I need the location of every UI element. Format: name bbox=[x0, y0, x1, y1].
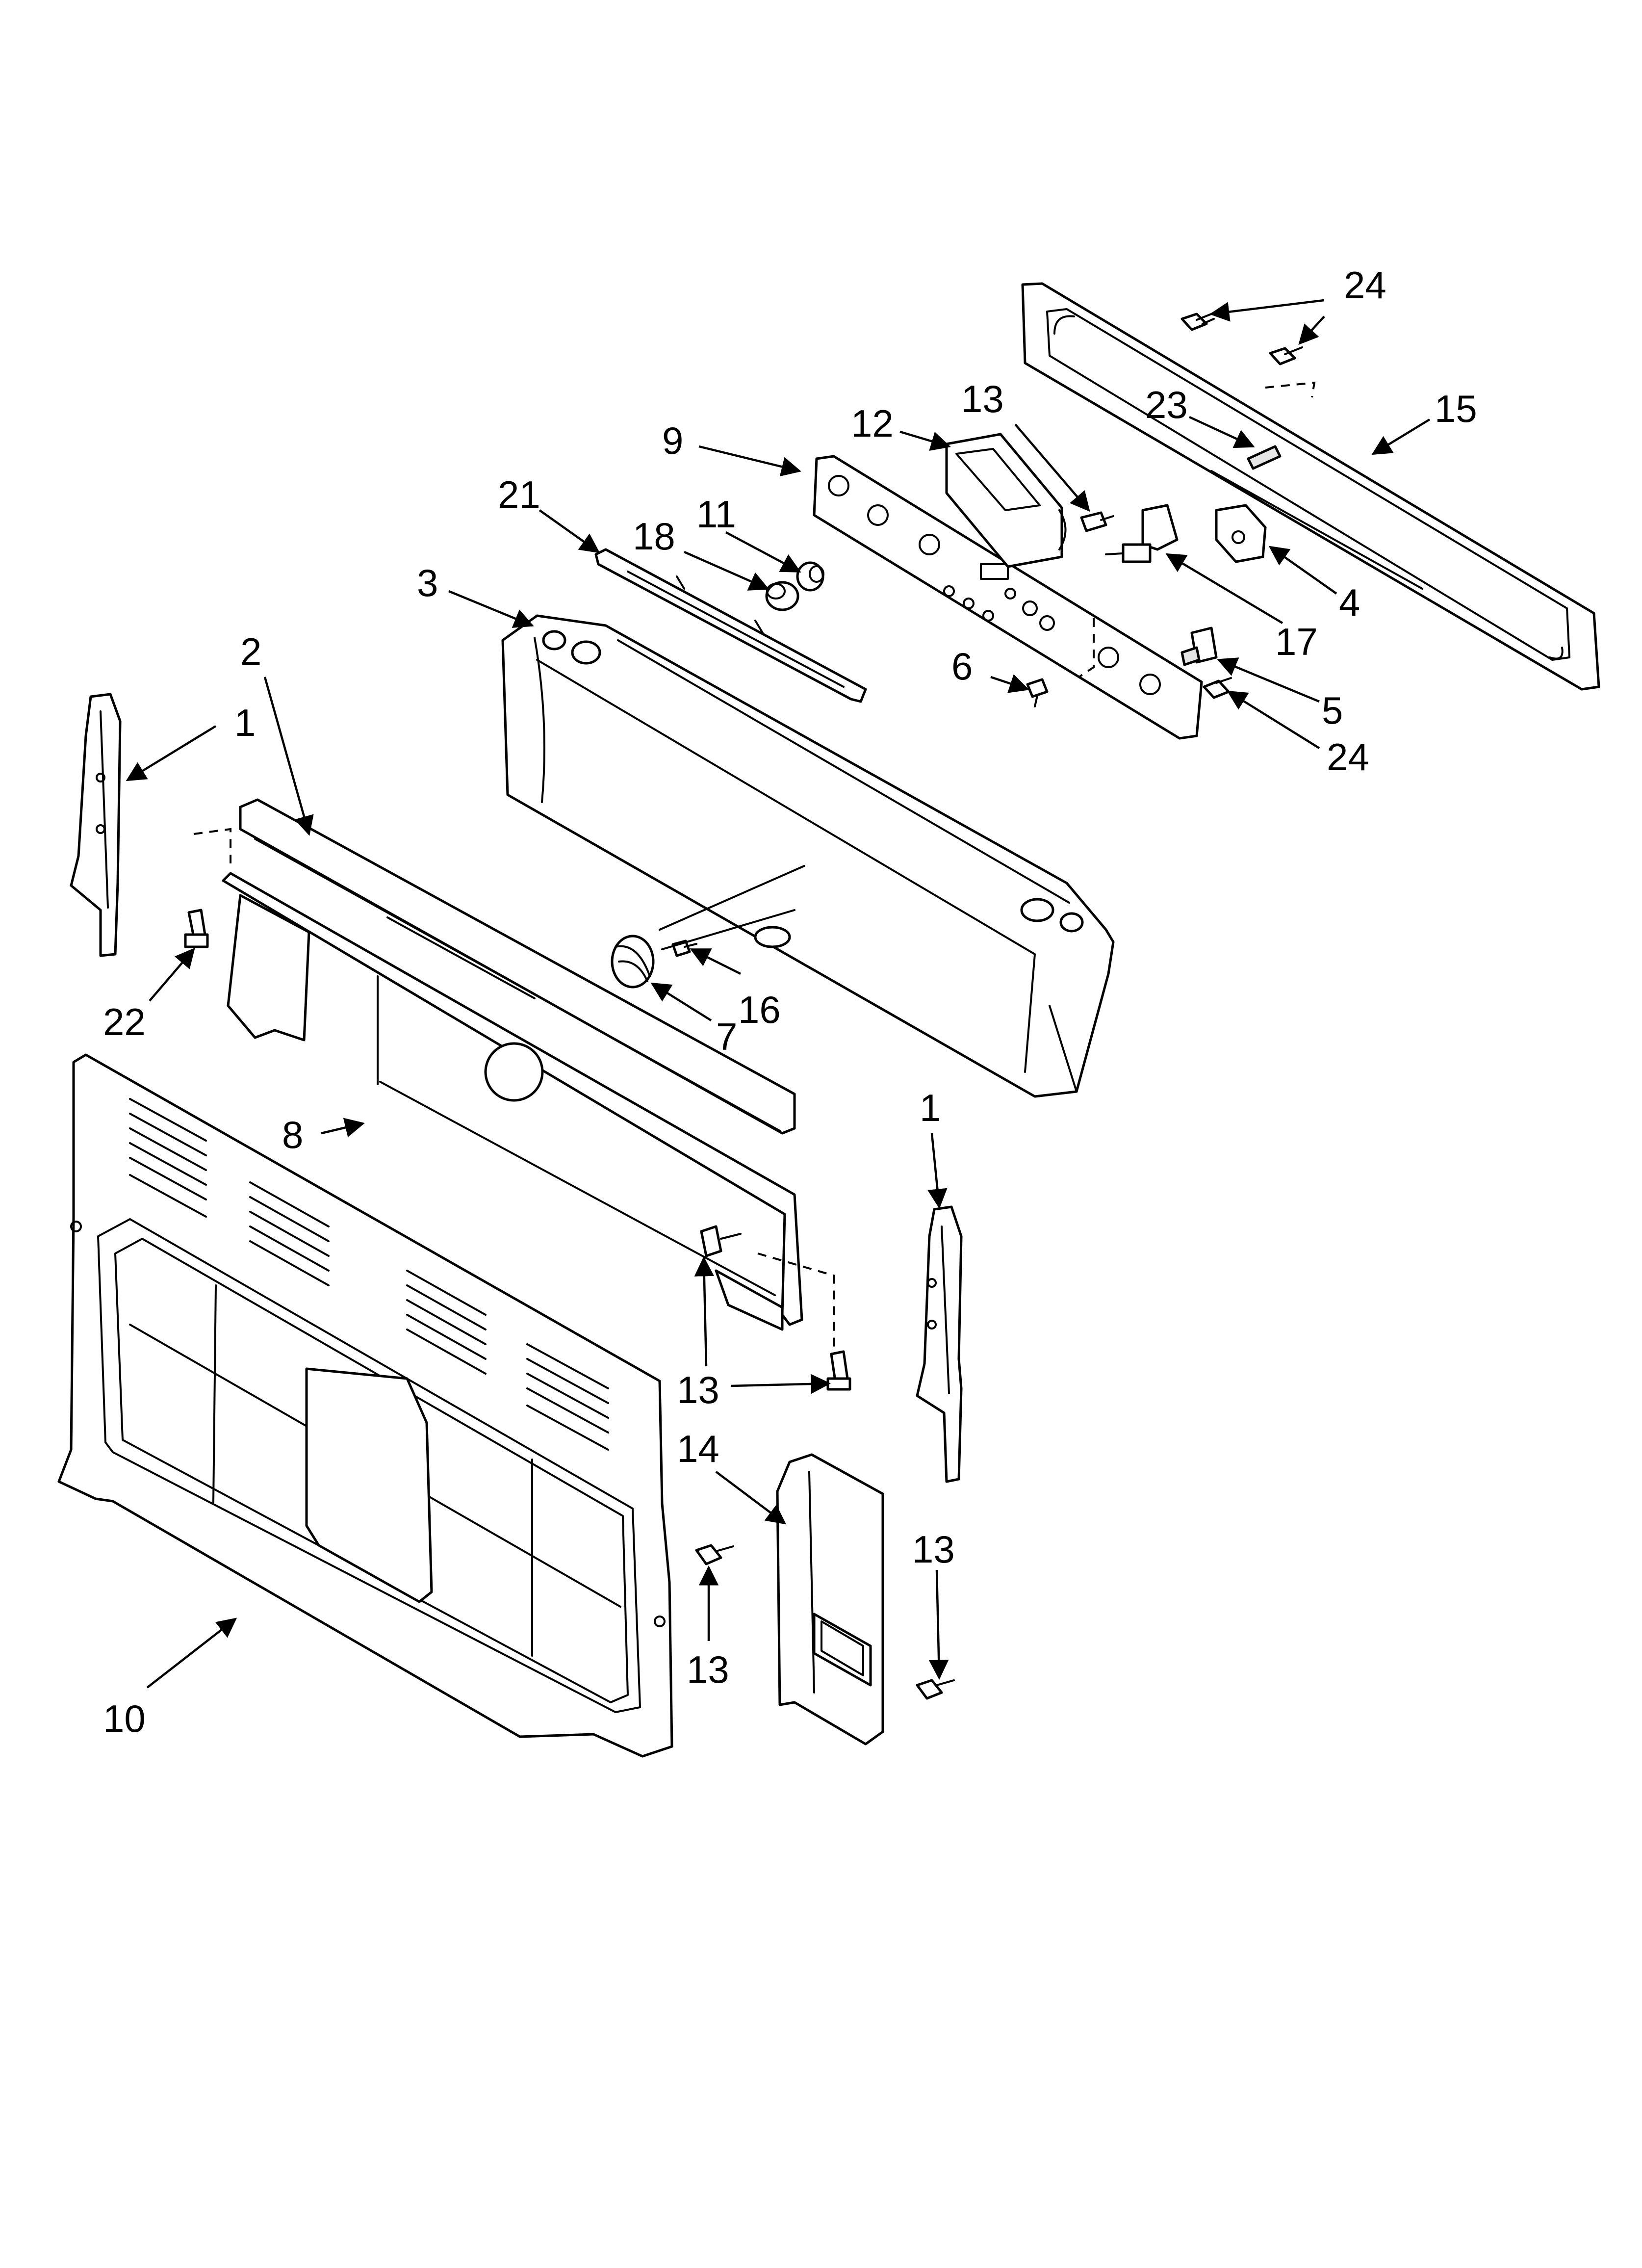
leader-lines bbox=[126, 299, 1431, 1689]
rear-panel-frame bbox=[1021, 282, 1600, 691]
side-bracket-left bbox=[70, 693, 122, 957]
callout-13-right: 13 bbox=[912, 1528, 955, 1571]
terminal-block bbox=[1215, 504, 1267, 563]
side-bracket-right bbox=[916, 1205, 963, 1483]
control-knob bbox=[611, 935, 655, 989]
grommet bbox=[796, 561, 824, 592]
clock-display bbox=[945, 433, 1067, 568]
callout-23: 23 bbox=[1145, 383, 1188, 426]
panel-clip bbox=[1247, 445, 1282, 470]
switch bbox=[1105, 504, 1179, 563]
control-panel-board bbox=[813, 455, 1203, 740]
callout-16: 16 bbox=[738, 988, 781, 1031]
callout-7: 7 bbox=[716, 1015, 737, 1058]
callout-24-bottom: 24 bbox=[1327, 735, 1369, 779]
callout-10: 10 bbox=[103, 1697, 146, 1740]
callout-2: 2 bbox=[240, 630, 261, 673]
callout-9: 9 bbox=[662, 419, 683, 462]
callouts: 24 23 15 13 12 9 21 11 18 3 4 17 6 5 24 … bbox=[103, 263, 1477, 1740]
screw-top-b bbox=[1269, 346, 1303, 365]
callout-11: 11 bbox=[696, 493, 736, 536]
screw-bottom bbox=[1203, 677, 1232, 699]
mounting-bracket bbox=[594, 548, 867, 703]
callout-12: 12 bbox=[851, 402, 894, 445]
callout-13-top: 13 bbox=[961, 377, 1004, 420]
vents bbox=[129, 1098, 609, 1451]
screw-mid-a bbox=[700, 1225, 742, 1257]
callout-13-low: 13 bbox=[687, 1648, 729, 1691]
support-panel bbox=[193, 798, 835, 1359]
relay bbox=[1180, 626, 1218, 666]
callout-4: 4 bbox=[1339, 581, 1360, 624]
screw-part-22 bbox=[184, 909, 209, 948]
callout-5: 5 bbox=[1322, 689, 1343, 732]
callout-17: 17 bbox=[1275, 620, 1318, 663]
callout-22: 22 bbox=[103, 1000, 146, 1043]
screw-clock bbox=[1080, 511, 1114, 532]
screw-right bbox=[916, 1679, 955, 1700]
callout-15: 15 bbox=[1435, 387, 1477, 430]
callout-1-right: 1 bbox=[920, 1086, 941, 1129]
callout-13-mid: 13 bbox=[677, 1368, 719, 1411]
screw-part-6 bbox=[1026, 678, 1049, 707]
callout-21: 21 bbox=[498, 473, 540, 516]
console-housing bbox=[501, 614, 1115, 1098]
indicator-cap bbox=[765, 581, 799, 611]
screw-top-a bbox=[1180, 312, 1215, 331]
side-cover bbox=[776, 1453, 884, 1746]
callout-8: 8 bbox=[282, 1113, 303, 1156]
callout-6: 6 bbox=[951, 645, 973, 688]
screw-mid-b bbox=[826, 1350, 851, 1391]
callout-14: 14 bbox=[677, 1427, 719, 1470]
callout-1-left: 1 bbox=[234, 701, 256, 744]
callout-18: 18 bbox=[633, 515, 675, 558]
callout-24-top: 24 bbox=[1344, 263, 1386, 307]
screw-low bbox=[695, 1544, 734, 1565]
callout-3: 3 bbox=[417, 561, 438, 604]
rear-panel-main bbox=[57, 1053, 673, 1758]
